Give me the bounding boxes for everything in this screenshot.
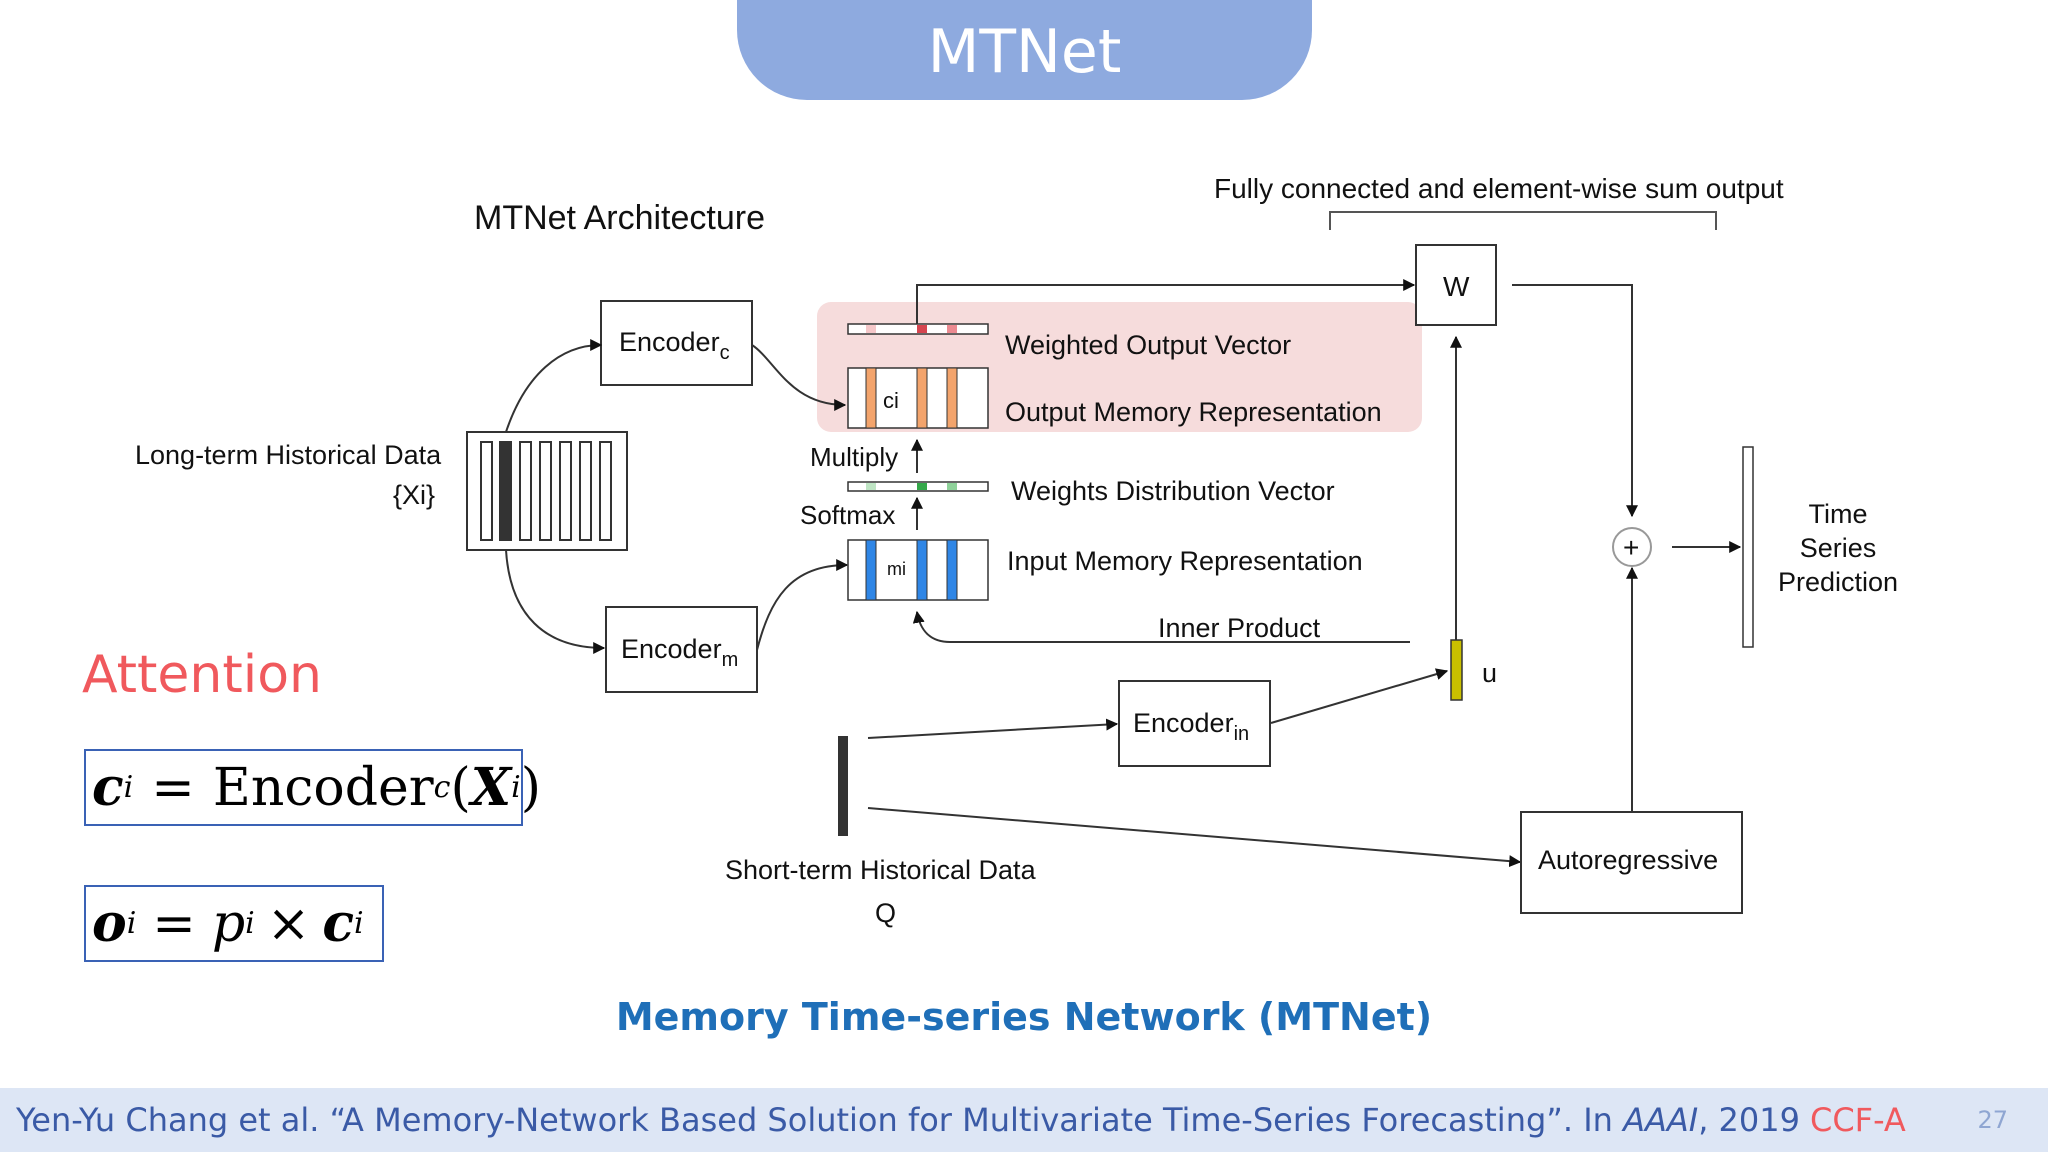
footer-bar: Yen-Yu Chang et al. “A Memory-Network Ba… xyxy=(0,1088,2048,1152)
ccf-rank-badge: CCF-A xyxy=(1809,1101,1906,1139)
prediction-label-3: Prediction xyxy=(1778,567,1898,597)
ci-label: ci xyxy=(883,388,899,413)
autoregressive-label: Autoregressive xyxy=(1538,845,1718,875)
fc-bracket xyxy=(1329,211,1717,230)
formula-ci-func: Encoder xyxy=(212,757,434,818)
softmax-label: Softmax xyxy=(800,500,895,530)
u-vector xyxy=(1450,639,1463,701)
page-number: 27 xyxy=(1977,1106,2008,1134)
formula-oi-times: × xyxy=(266,893,311,954)
encoder-in-box xyxy=(1118,680,1271,767)
formula-oi-eq: = xyxy=(152,893,196,954)
output-memory-block xyxy=(847,367,989,429)
formula-ci-lhs-sub: i xyxy=(123,770,134,805)
short-term-data-block xyxy=(838,736,848,836)
weighted-output-vector xyxy=(847,323,989,335)
prediction-label-1: Time xyxy=(1809,499,1868,529)
slide-title-tab: MTNet xyxy=(737,0,1312,100)
slide-title: MTNet xyxy=(927,17,1122,87)
input-memory-label: Input Memory Representation xyxy=(1007,546,1363,576)
autoregressive-box xyxy=(1520,811,1743,914)
attention-label: Attention xyxy=(82,645,322,705)
output-memory-label: Output Memory Representation xyxy=(1005,397,1382,427)
long-term-label: Long-term Historical Data xyxy=(135,440,442,470)
formula-ci-eq: = xyxy=(151,757,195,818)
inner-product-label: Inner Product xyxy=(1158,613,1321,643)
arrow-encoder-in-to-u xyxy=(1270,668,1449,724)
fc-output-label: Fully connected and element-wise sum out… xyxy=(1214,173,1784,204)
arrow-encoder-c-to-output-memory xyxy=(751,344,847,411)
long-term-symbol: {Xi} xyxy=(393,480,435,510)
citation: Yen-Yu Chang et al. “A Memory-Network Ba… xyxy=(16,1101,1906,1139)
weighted-output-label: Weighted Output Vector xyxy=(1005,330,1291,360)
weights-distribution-label: Weights Distribution Vector xyxy=(1011,476,1335,506)
arrow-short-to-autoregressive xyxy=(867,807,1522,868)
arrow-data-to-encoder-c xyxy=(505,339,603,433)
encoder-m-label: Encoderm xyxy=(621,634,738,671)
short-term-symbol: Q xyxy=(875,898,896,928)
prediction-label-2: Series xyxy=(1800,533,1877,563)
sum-plus: + xyxy=(1623,532,1639,563)
u-label: u xyxy=(1482,658,1497,688)
arrow-encoder-m-to-input-memory xyxy=(756,559,849,651)
formula-oi-p-sub: i xyxy=(245,906,255,941)
citation-venue: AAAI xyxy=(1623,1101,1699,1139)
diagram-heading: MTNet Architecture xyxy=(474,199,765,237)
citation-year: , 2019 xyxy=(1698,1101,1800,1139)
w-label: W xyxy=(1443,271,1470,302)
formula-ci-lhs: c xyxy=(92,757,124,818)
citation-text: Yen-Yu Chang et al. “A Memory-Network Ba… xyxy=(16,1101,1624,1139)
arrow-data-to-encoder-m xyxy=(505,549,606,654)
figure-caption: Memory Time-series Network (MTNet) xyxy=(615,995,1433,1039)
encoder-c-box xyxy=(600,300,753,386)
multiply-label: Multiply xyxy=(810,442,898,472)
formula-ci-arg-sub: i xyxy=(511,770,521,805)
sum-node xyxy=(1612,527,1652,567)
short-term-label: Short-term Historical Data xyxy=(725,855,1037,885)
formula-oi-lhs: o xyxy=(92,893,127,954)
formula-oi-p: p xyxy=(211,893,246,954)
mi-label: mi xyxy=(887,559,906,579)
arrow-weighted-to-w xyxy=(916,279,1416,324)
weights-distribution-vector xyxy=(847,481,989,492)
encoder-c-label: Encoderc xyxy=(619,327,730,364)
long-term-data-block xyxy=(466,431,628,551)
formula-oi-c-sub: i xyxy=(354,906,364,941)
arrow-short-to-encoder-in xyxy=(867,718,1119,739)
encoder-in-label: Encoderin xyxy=(1133,708,1249,745)
formula-oi-c: c xyxy=(322,893,355,954)
formula-oi-lhs-sub: i xyxy=(126,906,137,941)
w-box xyxy=(1415,244,1497,326)
input-memory-block xyxy=(847,539,989,601)
formula-ci-func-sub: c xyxy=(433,770,451,805)
prediction-vector xyxy=(1742,446,1754,648)
formula-ci-arg: X xyxy=(470,757,512,818)
arrow-inner-product xyxy=(912,610,1410,643)
arrow-w-to-sum xyxy=(1512,284,1638,518)
